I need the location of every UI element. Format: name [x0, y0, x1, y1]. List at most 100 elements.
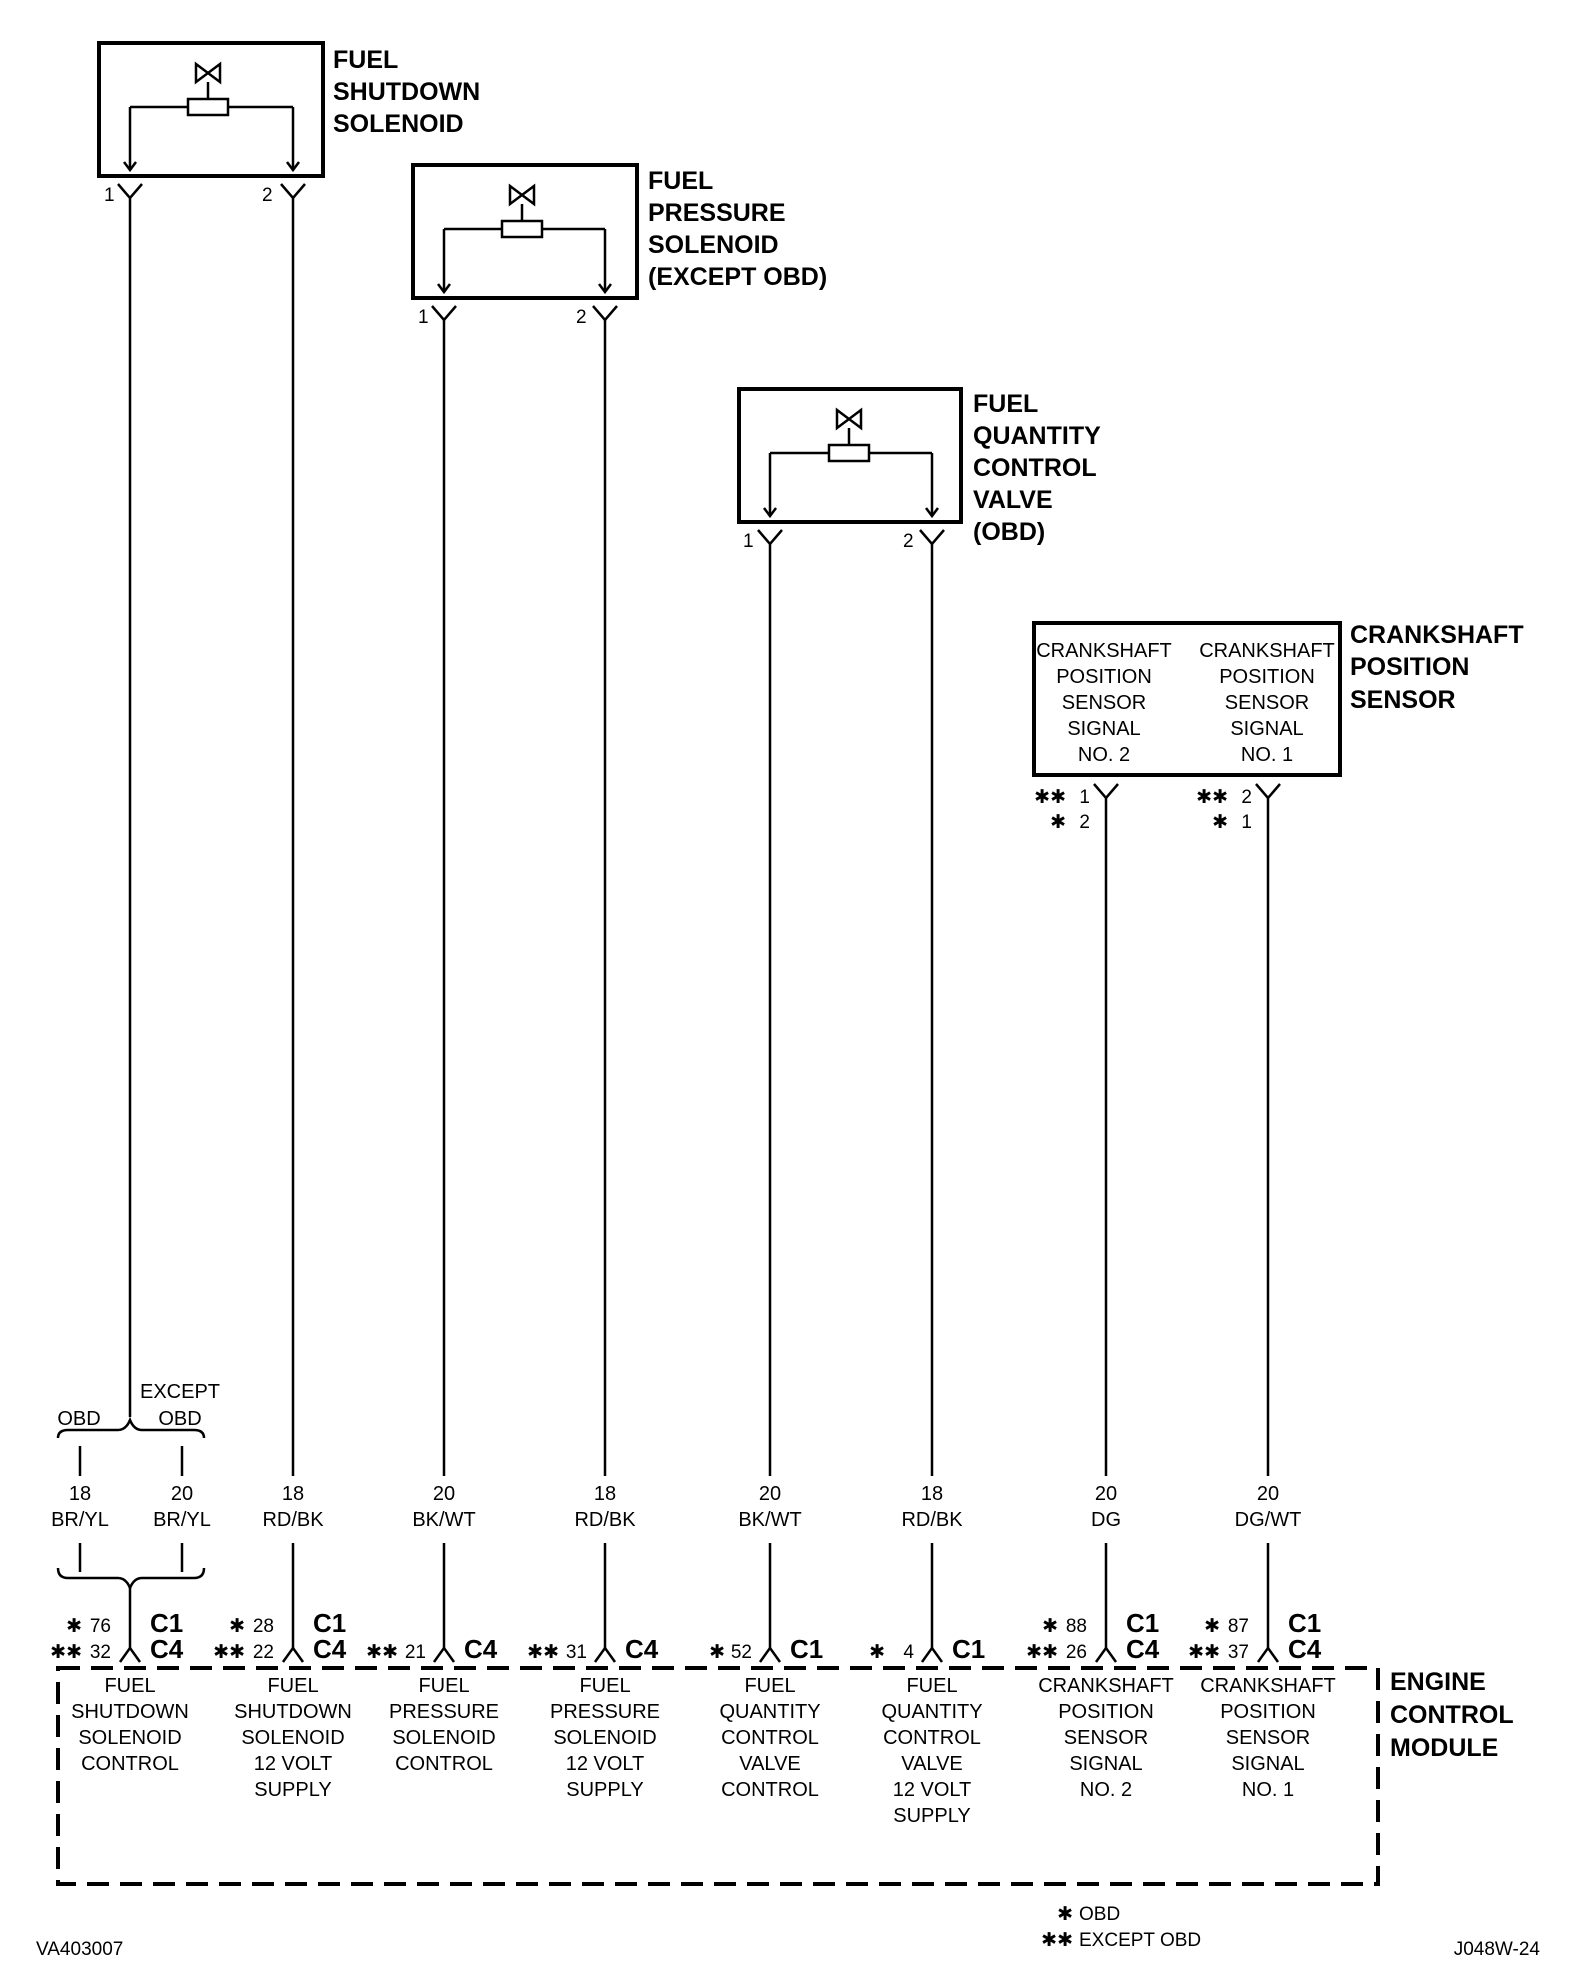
wire-color: DG/WT	[1235, 1509, 1302, 1531]
ecm-label: SIGNAL	[1231, 1753, 1304, 1775]
ecm-label: SUPPLY	[566, 1779, 643, 1801]
ecm-label: SOLENOID	[241, 1727, 344, 1749]
ecm-label: 12 VOLT	[254, 1753, 333, 1775]
fuel-shutdown-pin-1: 1	[104, 185, 115, 206]
ckp-right-pin-bot: 1	[1241, 812, 1252, 833]
fuel-shutdown-title-3: SOLENOID	[333, 110, 464, 138]
connector-id: C1	[790, 1634, 823, 1664]
pin-number: 31	[566, 1642, 587, 1663]
connector-id: C1	[952, 1634, 985, 1664]
ecm-label: FUEL	[906, 1675, 957, 1697]
split-except-label-1: EXCEPT	[140, 1381, 220, 1403]
pin-star: ✱✱	[1026, 1642, 1058, 1663]
connector-arrow-icon	[1094, 1645, 1118, 1663]
connector-fork-icon	[431, 305, 457, 322]
obd-split: OBD EXCEPT OBD	[56, 1381, 220, 1648]
solenoid-valve-icon	[437, 183, 612, 295]
wire-color: DG	[1091, 1509, 1121, 1531]
wire-color: RD/BK	[574, 1509, 636, 1531]
ecm-label: SUPPLY	[254, 1779, 331, 1801]
ecm-label: POSITION	[1058, 1701, 1154, 1723]
fuel-shutdown-title-2: SHUTDOWN	[333, 78, 480, 106]
ckp-right-star-top: ✱✱	[1196, 787, 1228, 808]
ecm-label: VALVE	[739, 1753, 801, 1775]
fuel-pressure-pin-1: 1	[418, 307, 429, 328]
ecm-label: PRESSURE	[550, 1701, 660, 1723]
ecm-label: NO. 1	[1242, 1779, 1294, 1801]
ecm-label: SOLENOID	[553, 1727, 656, 1749]
split-obd-label: OBD	[57, 1408, 100, 1430]
wire-gauge: 18	[594, 1483, 616, 1505]
ecm-label: VALVE	[901, 1753, 963, 1775]
ecm-label: CONTROL	[721, 1727, 819, 1749]
connector-fork-icon	[757, 529, 783, 546]
fuel-quantity-control-valve: FUEL QUANTITY CONTROL VALVE (OBD) 1 2	[737, 387, 1101, 552]
ckp-left-star-top: ✱✱	[1034, 787, 1066, 808]
ecm-label: CONTROL	[721, 1779, 819, 1801]
connector-id: C4	[1126, 1634, 1160, 1664]
pin-number: 32	[90, 1642, 111, 1663]
wire-gauge: 20	[171, 1483, 193, 1505]
ecm-label: PRESSURE	[389, 1701, 499, 1723]
fuel-quantity-title-1: FUEL	[973, 390, 1038, 418]
ecm-label: QUANTITY	[881, 1701, 982, 1723]
connector-id: C4	[625, 1634, 659, 1664]
ckp-inner-right-4: SIGNAL	[1230, 718, 1303, 740]
wire-gauge: 18	[282, 1483, 304, 1505]
fuel-quantity-title-3: CONTROL	[973, 454, 1097, 482]
connector-arrow-icon	[118, 1645, 142, 1663]
ecm-label: CRANKSHAFT	[1038, 1675, 1174, 1697]
ecm-dashed-box	[56, 1666, 1380, 1886]
fuel-shutdown-solenoid: FUEL SHUTDOWN SOLENOID 1 2	[97, 41, 480, 206]
ecm-label: SIGNAL	[1069, 1753, 1142, 1775]
ecm-label: SHUTDOWN	[71, 1701, 189, 1723]
split-except-label-2: OBD	[158, 1408, 201, 1430]
connector-arrow-icon	[281, 1645, 305, 1663]
ecm-label: CONTROL	[395, 1753, 493, 1775]
crankshaft-position-sensor: CRANKSHAFT POSITION SENSOR SIGNAL NO. 2 …	[1032, 621, 1524, 833]
ecm-label: SOLENOID	[392, 1727, 495, 1749]
wire-color: BK/WT	[738, 1509, 801, 1531]
fuel-pressure-solenoid: FUEL PRESSURE SOLENOID (EXCEPT OBD) 1 2	[411, 163, 827, 328]
pin-number: 87	[1228, 1616, 1249, 1637]
crankshaft-sensor-box	[1032, 621, 1342, 777]
connector-arrow-icon	[593, 1645, 617, 1663]
ecm-label: FUEL	[104, 1675, 155, 1697]
footer-page-id: J048W-24	[1454, 1939, 1541, 1960]
ckp-title-3: SENSOR	[1350, 686, 1456, 714]
fuel-quantity-title-5: (OBD)	[973, 518, 1045, 546]
fuel-pressure-title-1: FUEL	[648, 167, 713, 195]
connector-fork-icon	[1093, 783, 1119, 800]
connector-arrow-icon	[1256, 1645, 1280, 1663]
ecm-label: CRANKSHAFT	[1200, 1675, 1336, 1697]
ckp-inner-left-2: POSITION	[1056, 666, 1152, 688]
split-brace-top	[56, 1416, 206, 1439]
ecm-pin-labels: ✱ 76 ✱✱ 32 C1 C4 ✱ 28 ✱✱ 22 C1 C4 ✱✱ 21 …	[50, 1608, 1322, 1664]
connector-arrow-icon	[432, 1645, 456, 1663]
connector-id: C1	[1126, 1608, 1159, 1638]
fuel-quantity-title-2: QUANTITY	[973, 422, 1101, 450]
pin-number: 37	[1228, 1642, 1249, 1663]
fuel-quantity-valve-box	[737, 387, 963, 524]
ckp-title-2: POSITION	[1350, 653, 1469, 681]
ecm-title-1: ENGINE	[1390, 1668, 1486, 1696]
engine-control-module: ENGINE CONTROL MODULE FUEL SHUTDOWN SOLE…	[56, 1666, 1514, 1886]
wire-color: BR/YL	[153, 1509, 211, 1531]
wire-gauge: 18	[69, 1483, 91, 1505]
pin-number: 22	[253, 1642, 274, 1663]
ecm-title-2: CONTROL	[1390, 1701, 1514, 1729]
ckp-inner-left-3: SENSOR	[1062, 692, 1146, 714]
ecm-label: SHUTDOWN	[234, 1701, 352, 1723]
fuel-pressure-pin-2: 2	[576, 307, 587, 328]
wire-gauge: 20	[1095, 1483, 1117, 1505]
wire-runs	[128, 198, 1270, 1648]
connector-id: C4	[464, 1634, 498, 1664]
fuel-pressure-title-3: SOLENOID	[648, 231, 779, 259]
ecm-label: 12 VOLT	[893, 1779, 972, 1801]
ckp-inner-left-5: NO. 2	[1078, 744, 1130, 766]
pin-star: ✱	[1204, 1616, 1220, 1637]
ecm-label: FUEL	[267, 1675, 318, 1697]
ecm-label: POSITION	[1220, 1701, 1316, 1723]
ckp-left-pin-bot: 2	[1079, 812, 1090, 833]
ckp-inner-right-3: SENSOR	[1225, 692, 1309, 714]
